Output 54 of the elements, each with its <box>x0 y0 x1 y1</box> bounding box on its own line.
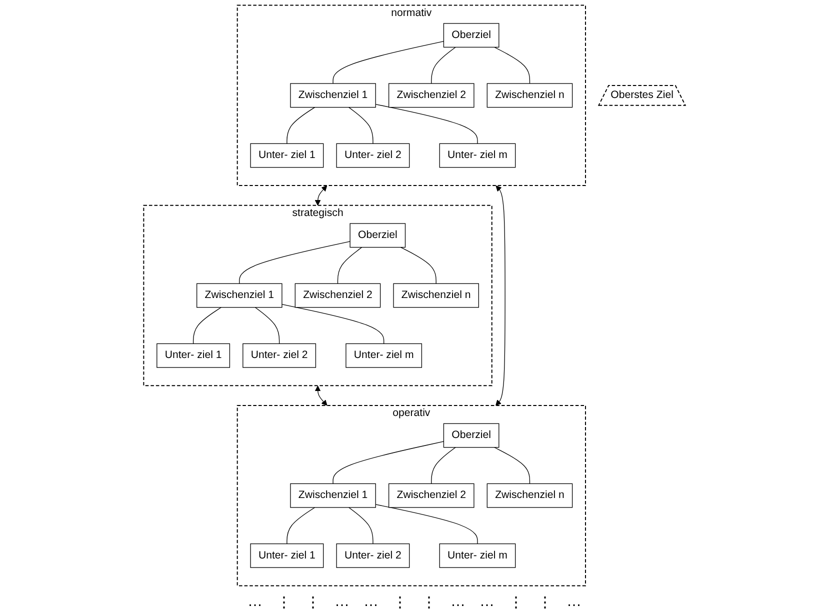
ellipsis-label: ⋮ <box>422 593 436 611</box>
connector <box>254 307 280 344</box>
ellipsis-label: … <box>248 593 262 611</box>
node-box: Oberziel <box>350 223 406 248</box>
node-box: Zwischenziel 2 <box>388 483 474 508</box>
connector <box>375 504 478 544</box>
connector <box>332 441 444 484</box>
node-box: Oberziel <box>443 23 500 48</box>
connector <box>286 106 316 144</box>
node-box: Zwischenziel 2 <box>388 83 474 108</box>
arrow <box>314 386 328 406</box>
node-box: Unter- ziel 1 <box>250 143 324 168</box>
node-box: Zwischenziel n <box>393 283 479 308</box>
ellipsis-label: … <box>566 593 582 611</box>
connector <box>337 246 362 284</box>
ellipsis-label: … <box>450 593 466 611</box>
node-box: Unter- ziel 1 <box>156 343 230 368</box>
connector <box>348 507 374 544</box>
connector <box>375 104 478 144</box>
arrow <box>314 185 328 206</box>
connector <box>192 307 222 344</box>
ellipsis-label: ⋮ <box>276 593 292 611</box>
connector <box>332 41 444 84</box>
ellipsis-label: … <box>480 593 494 611</box>
connector <box>286 507 316 544</box>
ellipsis-label: ⋮ <box>538 593 552 611</box>
connector <box>400 246 436 284</box>
connector <box>494 447 530 484</box>
node-box: Unter- ziel 2 <box>242 343 316 368</box>
ellipsis-label: ⋮ <box>508 593 524 611</box>
ellipsis-label: ⋮ <box>306 593 320 611</box>
ellipsis-label: … <box>364 593 378 611</box>
connector <box>282 304 384 344</box>
ellipsis-label: … <box>334 593 350 611</box>
ellipsis-label: ⋮ <box>392 593 408 611</box>
arrow <box>496 185 506 406</box>
node-box: Unter- ziel 2 <box>336 143 410 168</box>
node-box: Unter- ziel m <box>346 343 422 368</box>
connector <box>431 447 456 484</box>
node-box: Unter- ziel 1 <box>250 543 324 568</box>
connector <box>431 46 456 84</box>
node-box: Zwischenziel 1 <box>290 83 376 108</box>
node-box: Zwischenziel n <box>486 483 573 508</box>
node-box: Zwischenziel 2 <box>294 283 381 308</box>
connector <box>348 106 374 144</box>
node-box: Zwischenziel 1 <box>196 283 282 308</box>
node-box: Unter- ziel m <box>439 543 516 568</box>
node-box: Zwischenziel 1 <box>290 483 376 508</box>
connector <box>494 46 530 84</box>
node-box: Unter- ziel m <box>439 143 516 168</box>
node-box: Oberziel <box>443 423 500 448</box>
node-box: Unter- ziel 2 <box>336 543 410 568</box>
node-box: Zwischenziel n <box>486 83 573 108</box>
connector <box>239 241 350 284</box>
